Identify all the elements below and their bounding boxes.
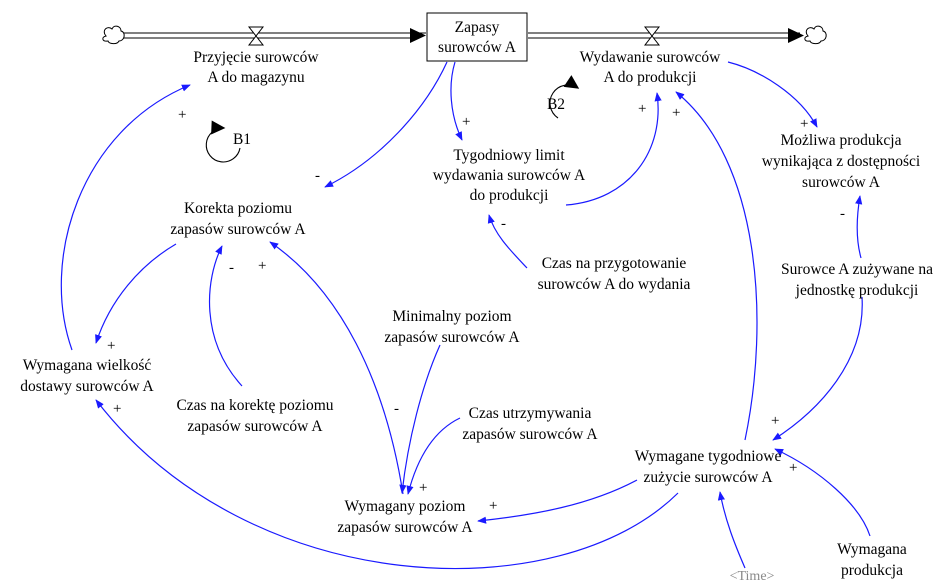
- label-line: Minimalny poziom: [392, 308, 511, 325]
- polarity-plus: +: [489, 498, 497, 514]
- label-line: zapasów surowców A: [337, 519, 473, 536]
- var-wymagana-wielkosc: Wymagana wielkość dostawy surowców A: [20, 357, 154, 395]
- polarity-plus: +: [771, 413, 779, 429]
- inflow-pipe: [124, 28, 426, 43]
- polarity-signs: - + + + + - - + - + + + - + + + +: [107, 101, 845, 514]
- outflow-valve-icon: [643, 26, 661, 46]
- link-wymagana-prod-to-wymagane-tyg: [774, 448, 871, 537]
- var-wymagane-tygodniowe: Wymagane tygodniowe zużycie surowców A: [635, 448, 782, 486]
- var-wymagana-produkcja: Wymagana produkcja: [837, 541, 907, 579]
- source-cloud-icon: [102, 25, 125, 45]
- label-line: wydawania surowców A: [433, 167, 586, 184]
- link-wymagane-tyg-to-outflow: [675, 91, 758, 441]
- var-minimalny-poziom: Minimalny poziom zapasów surowców A: [384, 308, 520, 346]
- link-czas-korekta-to-korekta: [208, 245, 243, 387]
- link-limit-to-outflow: [565, 92, 662, 206]
- inflow-valve-icon: [247, 26, 265, 46]
- label-line: Tygodniowy limit: [453, 147, 565, 164]
- label-line: Czas na przygotowanie: [542, 255, 687, 272]
- sink-cloud-icon: [804, 25, 827, 45]
- loop-b1-label: B1: [233, 131, 251, 148]
- link-korekta-to-wymagana-wielkosc: [95, 243, 177, 344]
- link-stock-to-limit: [450, 61, 463, 141]
- polarity-plus: +: [113, 401, 121, 417]
- label-line: Wymagany poziom: [345, 498, 466, 515]
- link-wymagane-tyg-to-wymagana-wielkosc: [95, 399, 679, 570]
- label-line: Wymagana wielkość: [23, 357, 152, 374]
- link-min-poziom-to-wymagany-poziom: [399, 344, 441, 494]
- polarity-minus: -: [501, 216, 506, 232]
- label-line: Czas na korektę poziomu: [176, 397, 333, 414]
- label-line: jednostkę produkcji: [795, 282, 919, 299]
- polarity-plus: +: [178, 107, 186, 123]
- loop-b2-label: B2: [547, 96, 565, 113]
- link-czas-przyg-to-limit: [487, 214, 528, 269]
- label-line: dostawy surowców A: [20, 378, 154, 395]
- link-wymagany-poziom-to-korekta: [269, 241, 404, 495]
- label-line: A do produkcji: [604, 69, 698, 86]
- link-czas-utrz-to-wymagany-poziom: [406, 417, 461, 495]
- var-czas-utrzymywania: Czas utrzymywania zapasów surowców A: [462, 405, 598, 443]
- var-wymagany-poziom: Wymagany poziom zapasów surowców A: [337, 498, 473, 536]
- label-line: produkcja: [841, 562, 903, 579]
- outflow-pipe: [528, 28, 804, 43]
- label-line: Przyjęcie surowców: [193, 49, 319, 66]
- polarity-plus: +: [638, 101, 646, 117]
- label-line: zapasów surowców A: [170, 221, 306, 238]
- label-line: Wymagane tygodniowe: [635, 448, 782, 465]
- label-line: Wydawanie surowców: [580, 49, 721, 66]
- var-time-shadow: <Time>: [730, 569, 775, 584]
- label-line: Możliwa produkcja: [781, 132, 902, 149]
- label-line: Surowce A zużywane na: [781, 261, 933, 278]
- polarity-plus: +: [789, 460, 797, 476]
- link-wymagane-tyg-to-wymagany-poziom: [477, 479, 638, 524]
- loop-b2: B2: [547, 75, 580, 119]
- var-mozliwa-produkcja: Możliwa produkcja wynikająca z dostępnoś…: [762, 132, 921, 191]
- polarity-plus: +: [800, 116, 808, 132]
- label-line: A do magazynu: [207, 69, 305, 86]
- var-surowce-zuzywane: Surowce A zużywane na jednostkę produkcj…: [781, 261, 933, 299]
- var-korekta-poziomu: Korekta poziomu zapasów surowców A: [170, 200, 306, 238]
- label-line: zapasów surowców A: [187, 418, 323, 435]
- var-czas-korekta: Czas na korektę poziomu zapasów surowców…: [176, 397, 333, 435]
- link-wymagana-wielkosc-to-inflow: [60, 84, 191, 351]
- polarity-minus: -: [840, 206, 845, 222]
- var-tygodniowy-limit: Tygodniowy limit wydawania surowców A do…: [433, 147, 586, 204]
- polarity-plus: +: [672, 105, 680, 121]
- label-line: wynikająca z dostępności: [762, 153, 921, 170]
- label-line: Wymagana: [837, 541, 907, 558]
- var-wydawanie-surowcow: Wydawanie surowców A do produkcji: [580, 49, 721, 86]
- stock-label-line1: Zapasy: [455, 19, 500, 36]
- polarity-minus: -: [315, 168, 320, 184]
- link-surowce-to-wymagane-tyg: [772, 296, 863, 441]
- polarity-plus: +: [258, 258, 266, 274]
- label-line: do produkcji: [470, 187, 549, 204]
- stock-label-line2: surowców A: [438, 39, 517, 56]
- label-line: zapasów surowców A: [384, 329, 520, 346]
- polarity-minus: -: [229, 260, 234, 276]
- link-outflow-to-mozliwa: [727, 61, 818, 128]
- label-line: zapasów surowców A: [462, 426, 598, 443]
- polarity-plus: +: [462, 114, 470, 130]
- label-line: zużycie surowców A: [643, 469, 773, 486]
- stock-zapasy-surowcow-a: Zapasy surowców A: [426, 12, 528, 62]
- polarity-plus: +: [419, 480, 427, 496]
- var-czas-przygotowanie: Czas na przygotowanie surowców A do wyda…: [538, 255, 691, 293]
- label-line: Czas utrzymywania: [469, 405, 592, 422]
- link-stock-to-korekta: [324, 61, 448, 188]
- polarity-minus: -: [394, 401, 399, 417]
- link-surowce-to-mozliwa: [855, 195, 863, 259]
- label-line: Korekta poziomu: [184, 200, 292, 217]
- polarity-plus: +: [107, 338, 115, 354]
- link-time-to-wymagane-tyg: [717, 491, 746, 569]
- label-line: surowców A: [802, 174, 881, 191]
- causal-links: [60, 61, 871, 570]
- var-przyjecie-surowcow: Przyjęcie surowców A do magazynu: [193, 49, 319, 86]
- label-line: surowców A do wydania: [538, 276, 691, 293]
- loop-b1: B1: [205, 120, 251, 163]
